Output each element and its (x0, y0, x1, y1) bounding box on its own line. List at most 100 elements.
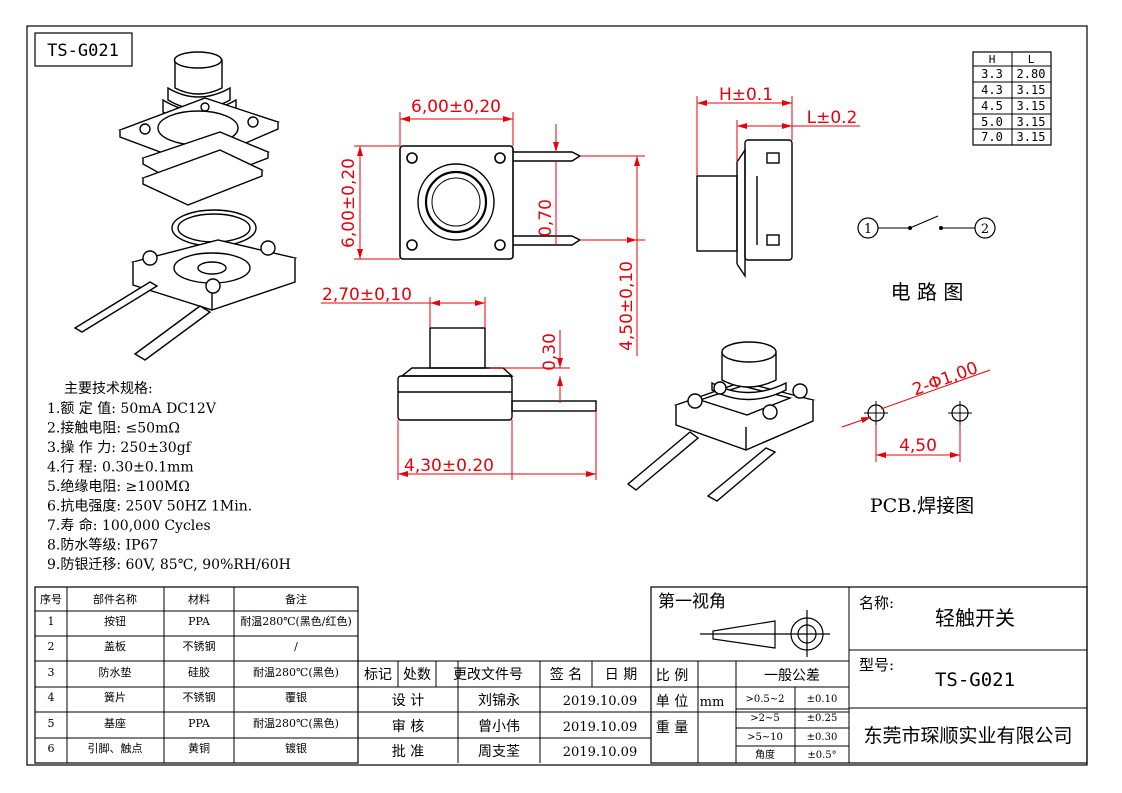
tolerance-range: 角度 (755, 748, 775, 761)
exploded-view (73, 51, 298, 361)
bom-header-cell: 序号 (40, 592, 62, 606)
spec-item: 9.防银迁移: 60V, 85℃, 90%RH/60H (47, 557, 291, 573)
drawing-number: TS-G021 (47, 41, 119, 61)
spec-item: 5.绝缘电阻: ≥100MΩ (47, 479, 190, 495)
model-label: 型号: (859, 656, 894, 674)
name-label: 名称: (859, 594, 894, 612)
dim-pin-length: 4,50±0,10 (617, 261, 637, 351)
bom-cell: 不锈钢 (183, 691, 216, 704)
hl-table (972, 51, 1052, 146)
revision-header-cell: 标记 (364, 667, 392, 683)
bom-cell: 镀银 (285, 741, 307, 755)
bom-cell: 黄铜 (188, 741, 210, 755)
revision-date: 2019.10.09 (563, 745, 637, 760)
dim-pin-gap: 0,70 (536, 199, 556, 237)
bom-cell: 不锈钢 (183, 640, 216, 653)
tolerance-range: >0.5~2 (745, 694, 784, 705)
tolerance-range: >2~5 (750, 713, 779, 724)
spec-item: 3.操 作 力: 250±30gf (47, 440, 193, 456)
revision-signer: 周支荃 (478, 743, 520, 760)
dim-body-width: 4,30±0.20 (404, 456, 494, 476)
bom-header-cell: 材料 (188, 592, 210, 606)
bom-cell: 5 (48, 717, 55, 730)
spec-item: 8.防水等级: IP67 (47, 537, 158, 554)
top-view (354, 112, 645, 356)
node-1-label: 1 (864, 222, 872, 237)
weight-label: 重 量 (656, 720, 688, 736)
revision-header-cell: 处数 (403, 667, 431, 683)
revision-header-cell: 签 名 (550, 666, 582, 683)
revision-signer: 曾小伟 (478, 719, 520, 735)
dim-width-top: 6,00±0,20 (411, 97, 501, 117)
dim-cap-width: 2,70±0,10 (322, 285, 412, 305)
bom-cell: PPA (188, 615, 211, 628)
hl-cell-h: 4.3 (981, 83, 1003, 97)
title-block-grid (357, 586, 1088, 764)
part-name: 轻触开关 (935, 606, 1015, 630)
front-view (397, 327, 597, 421)
dim-hole-pitch: 4,50 (899, 436, 937, 456)
unit-label: 单 位 (656, 694, 688, 710)
hl-cell-l: 3.15 (1017, 99, 1046, 113)
hl-header-h: H (989, 53, 996, 66)
dim-travel: 0,30 (540, 333, 560, 371)
side-view-dims (696, 96, 860, 176)
revision-date: 2019.10.09 (563, 694, 637, 709)
projection-symbol (700, 610, 830, 657)
hl-cell-l: 3.15 (1017, 115, 1046, 129)
company-name: 东莞市琛顺实业有限公司 (863, 725, 1072, 747)
spec-item: 1.额 定 值: 50mA DC12V (47, 401, 217, 417)
bom-cell: 6 (48, 742, 55, 755)
pcb-holes (841, 369, 991, 462)
revision-header-cell: 更改文件号 (453, 667, 523, 683)
hl-cell-l: 2.80 (1017, 67, 1046, 81)
bom-cell: 簧片 (104, 690, 126, 704)
bom-table-grid (34, 586, 359, 764)
revision-role: 设 计 (392, 693, 424, 709)
title-box: TS-G021 (34, 32, 133, 67)
tolerance-value: ±0.25 (807, 713, 838, 724)
tolerance-value: ±0.10 (807, 694, 838, 705)
projection-label: 第一视角 (658, 592, 726, 612)
tolerance-title: 一般公差 (764, 668, 820, 684)
front-view-dims (321, 297, 597, 480)
dim-l-tol: L±0.2 (807, 108, 858, 128)
spec-item: 4.行 程: 0.30±0.1mm (47, 460, 194, 476)
pcb-label: PCB.焊接图 (870, 495, 974, 517)
tolerance-value: ±0.30 (807, 732, 838, 743)
revision-role: 批 准 (392, 744, 424, 760)
revision-role: 审 核 (392, 719, 424, 735)
tolerance-value: ±0.5° (807, 750, 836, 761)
assembled-view (626, 341, 816, 502)
unit-value: mm (700, 695, 725, 710)
bom-cell: 3 (48, 666, 55, 679)
dim-hole-diameter: 2-Φ1,00 (910, 358, 981, 400)
hl-cell-h: 3.3 (981, 67, 1003, 81)
bom-cell: 引脚、触点 (88, 741, 143, 755)
bom-header-cell: 备注 (285, 592, 307, 606)
hl-cell-h: 4.5 (981, 99, 1003, 113)
bom-cell: 耐温280℃(黑色) (253, 716, 339, 730)
revision-header-cell: 日 期 (605, 667, 637, 683)
node-2-label: 2 (981, 222, 989, 237)
sheet-border (26, 25, 1088, 766)
bom-cell: PPA (188, 717, 211, 730)
revision-date: 2019.10.09 (563, 720, 637, 735)
hl-cell-h: 5.0 (981, 115, 1003, 129)
scale-label: 比 例 (656, 668, 688, 684)
spec-item: 7.寿 命: 100,000 Cycles (47, 517, 211, 534)
circuit-diagram (857, 215, 996, 239)
dim-height-left: 6,00±0,20 (339, 158, 359, 248)
bom-cell: 耐温280℃(黑色) (253, 665, 339, 679)
bom-cell: 按钮 (104, 614, 126, 628)
bom-cell: / (294, 640, 298, 653)
dim-h-tol: H±0.1 (719, 85, 773, 105)
bom-cell: 4 (48, 691, 55, 704)
bom-cell: 盖板 (104, 639, 126, 653)
